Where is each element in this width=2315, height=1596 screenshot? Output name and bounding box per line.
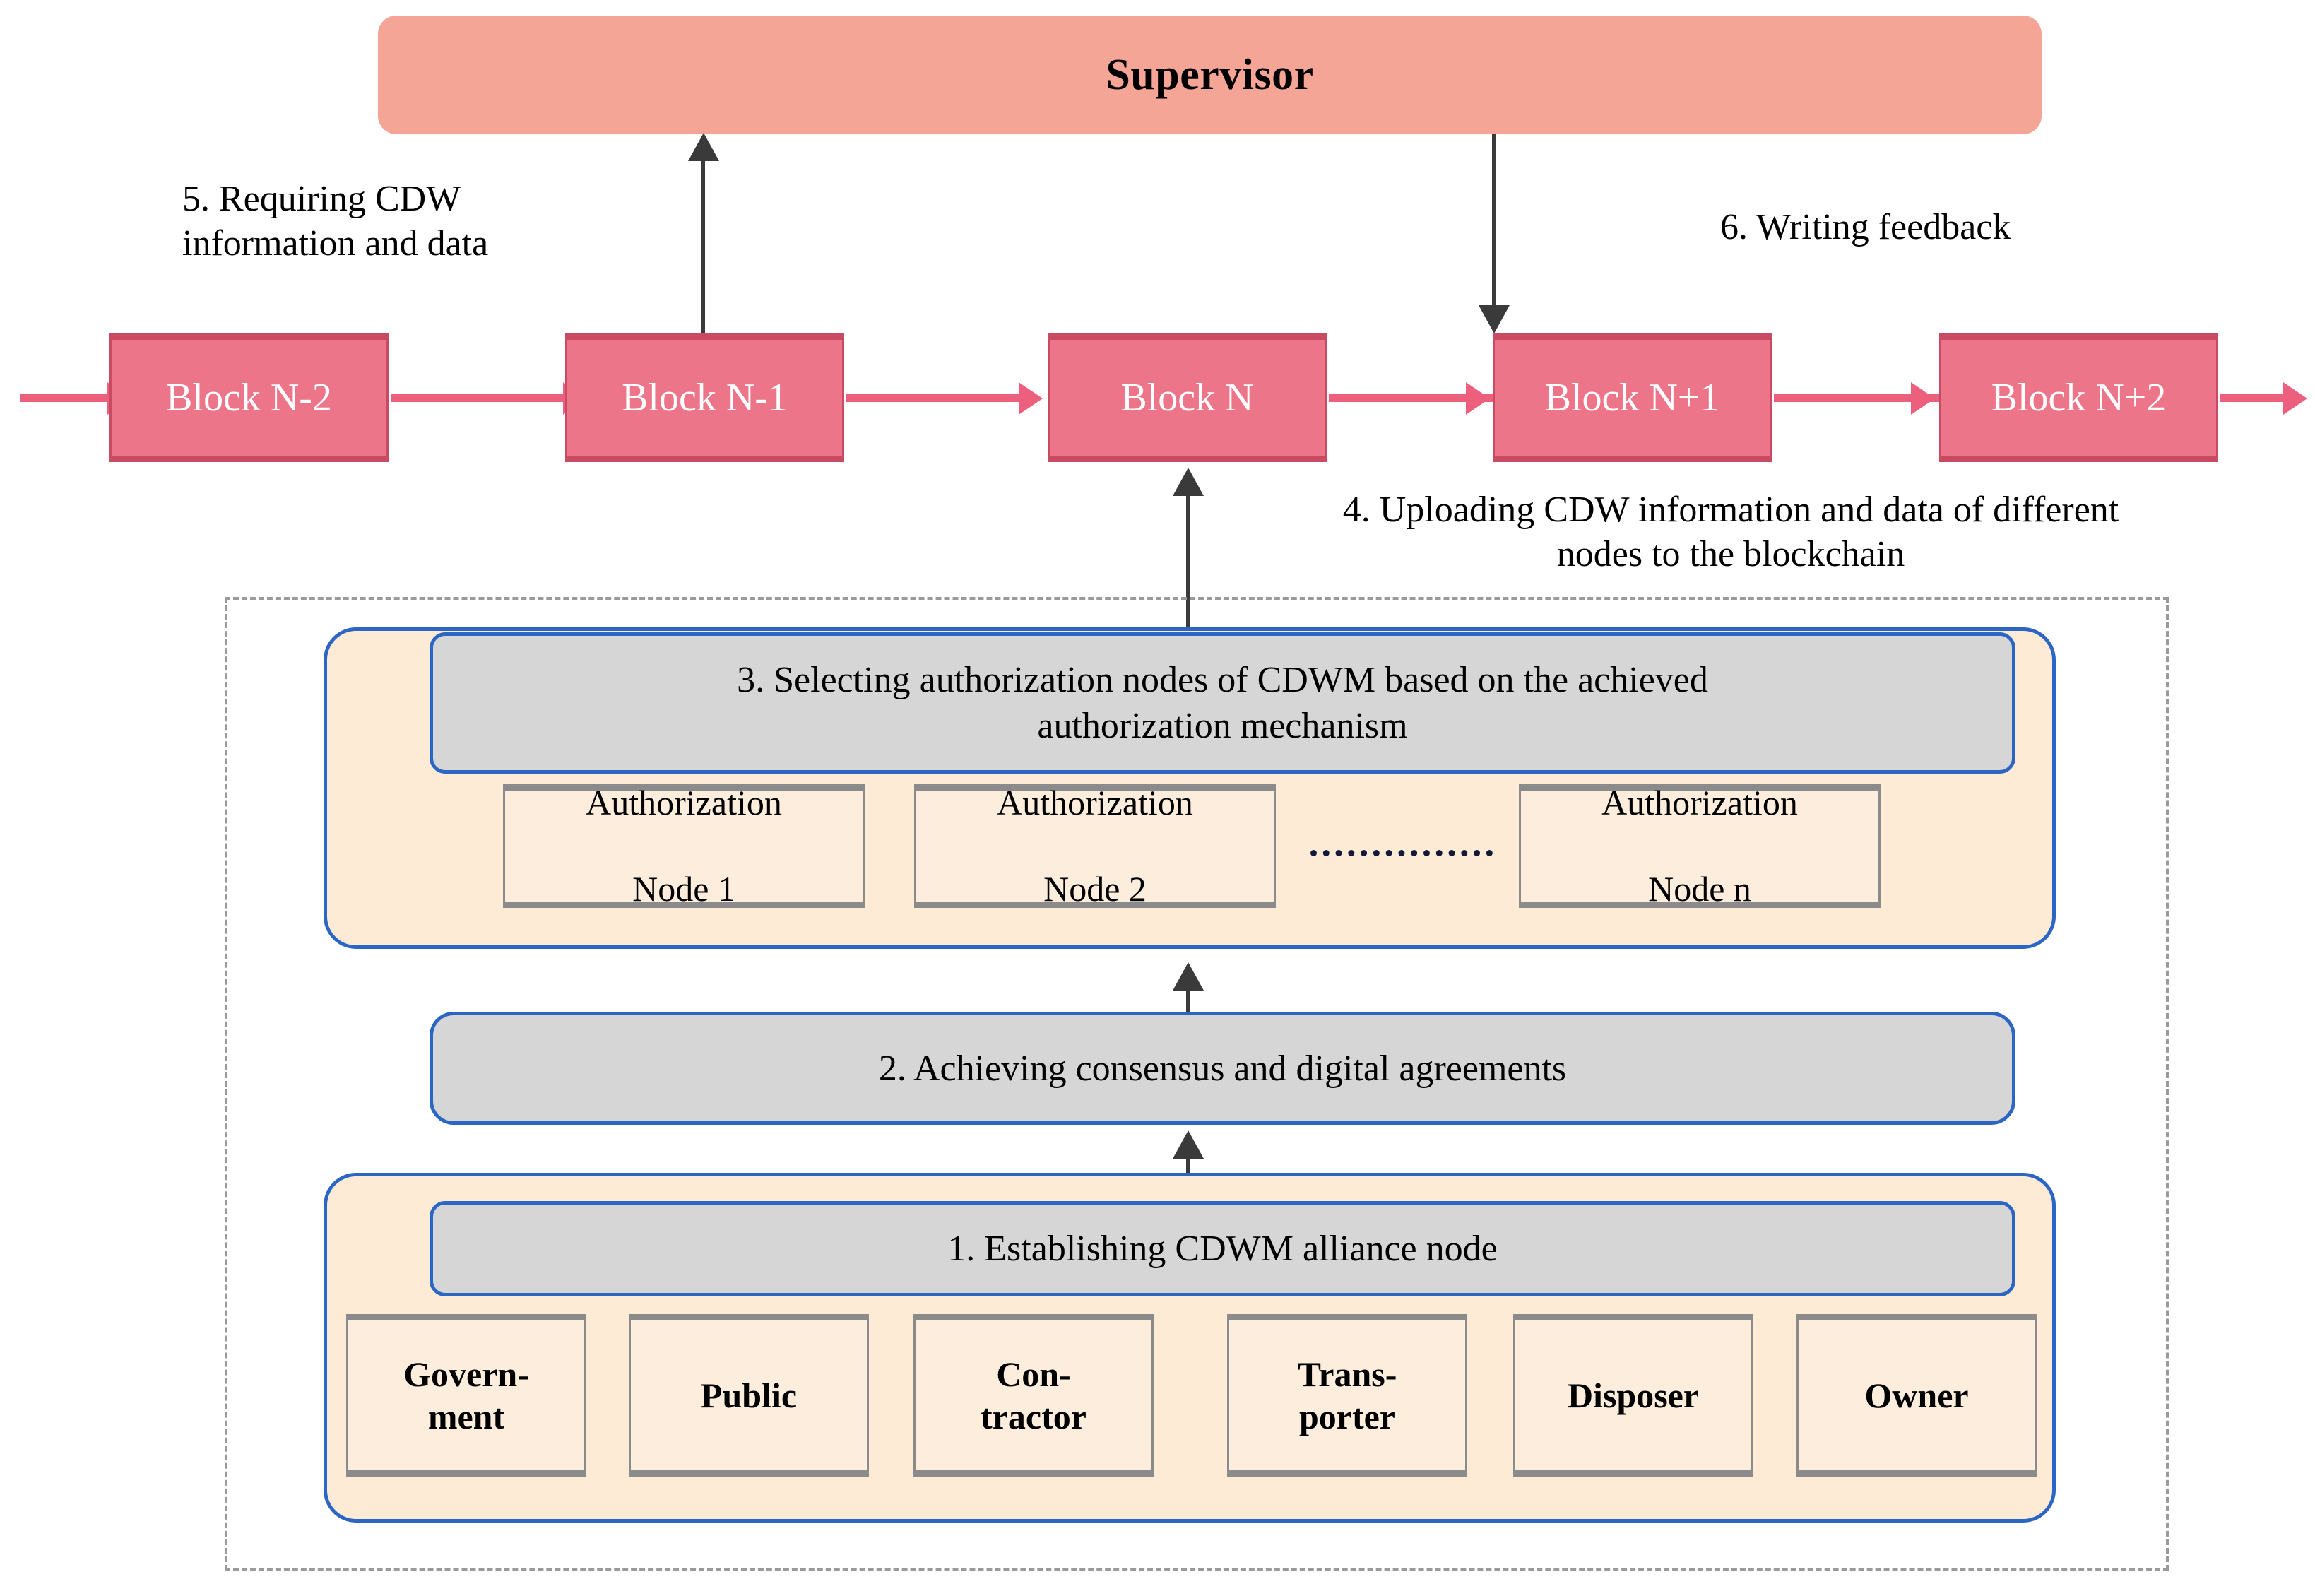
stakeholder-transporter-line2: porter [1298,1397,1396,1436]
authorization-node-1-text: Authorization Node 1 [586,781,782,911]
arrow-block-n1-to-supervisor-head [688,133,719,161]
step5-label-line2: information and data [182,223,489,264]
step1-text: 1. Establishing CDWM alliance node [947,1229,1498,1269]
step3-text: 3. Selecting authorization nodes of CDWM… [737,657,1708,749]
stakeholder-government-text: Govern- ment [403,1353,529,1438]
step5-label: 5. Requiring CDW information and data [182,177,634,266]
authorization-node-2[interactable]: Authorization Node 2 [914,781,1276,911]
arrow-supervisor-to-block-n1-head [1479,305,1510,333]
stakeholder-contractor-line2: tractor [981,1397,1087,1436]
authorization-node-2-line1: Authorization [997,783,1193,822]
chain-segment-out-head [2283,382,2307,415]
step3-line2: authorization mechanism [1037,706,1408,746]
step3-bar[interactable]: 3. Selecting authorization nodes of CDWM… [430,632,2015,774]
step6-label-text: 6. Writing feedback [1720,207,2011,247]
stakeholder-contractor-line1: Con- [996,1354,1071,1394]
stakeholder-government-line1: Govern- [403,1354,529,1394]
stakeholder-government[interactable]: Govern- ment [346,1314,586,1477]
authorization-node-n-text: Authorization Node n [1601,781,1798,911]
authorization-node-2-line2: Node 2 [1043,869,1147,909]
arrow-supervisor-to-block-n1-shaft [1492,134,1496,309]
block-n-plus-1-label: Block N+1 [1544,376,1720,420]
arrow-panel-to-block-n-shaft [1186,495,1190,632]
arrow-panel-to-block-n-head [1173,468,1204,496]
block-n-plus-1[interactable]: Block N+1 [1493,333,1772,462]
step4-label-line2: nodes to the blockchain [1556,534,1905,575]
stakeholder-disposer[interactable]: Disposer [1513,1314,1753,1477]
block-n[interactable]: Block N [1048,333,1327,462]
authorization-node-1-line1: Authorization [586,783,782,822]
step2-bar[interactable]: 2. Achieving consensus and digital agree… [430,1012,2015,1125]
stakeholder-public-line1: Public [700,1376,798,1415]
block-n-1[interactable]: Block N-1 [565,333,844,462]
block-n-plus-2-label: Block N+2 [1991,376,2167,420]
cdwm-alliance-dashed-container [225,597,2169,1571]
block-n-plus-2[interactable]: Block N+2 [1939,333,2218,462]
authorization-nodes-ellipsis-icon [1310,850,1493,856]
chain-segment-2-head [1019,382,1043,415]
chain-segment-1-shaft [391,394,567,402]
stakeholder-disposer-line1: Disposer [1567,1376,1700,1415]
block-n-2[interactable]: Block N-2 [109,333,389,462]
stakeholder-transporter-text: Trans- porter [1298,1353,1397,1438]
chain-segment-4-shaft [1774,394,1950,402]
chain-segment-4-head [1911,382,1935,415]
stakeholder-contractor[interactable]: Con- tractor [913,1314,1154,1477]
authorization-node-1[interactable]: Authorization Node 1 [503,781,865,911]
stakeholder-owner[interactable]: Owner [1796,1314,2037,1477]
authorization-node-n[interactable]: Authorization Node n [1519,781,1881,911]
stakeholder-contractor-text: Con- tractor [981,1353,1087,1438]
arrow-block-n1-to-supervisor-shaft [701,159,705,336]
stakeholder-owner-line1: Owner [1864,1376,1969,1415]
supervisor-label: Supervisor [1106,50,1314,99]
step5-label-line1: 5. Requiring CDW [182,179,461,219]
authorization-node-2-text: Authorization Node 2 [997,781,1193,911]
chain-segment-3-head [1466,382,1490,415]
authorization-node-n-line1: Authorization [1601,783,1798,822]
step4-label: 4. Uploading CDW information and data of… [1201,487,2261,577]
block-n-label: Block N [1120,376,1254,420]
chain-segment-in-shaft [20,394,112,402]
step6-label: 6. Writing feedback [1720,205,2215,249]
block-n-2-label: Block N-2 [166,376,332,420]
authorization-node-1-line2: Node 1 [632,869,735,909]
authorization-node-n-line2: Node n [1648,869,1751,909]
supervisor-box[interactable]: Supervisor [378,16,2042,134]
chain-segment-out-shaft [2220,394,2287,402]
step4-label-line1: 4. Uploading CDW information and data of… [1342,490,2119,530]
step2-text: 2. Achieving consensus and digital agree… [878,1048,1567,1089]
stakeholder-public[interactable]: Public [629,1314,869,1477]
stakeholder-transporter-line1: Trans- [1297,1354,1397,1394]
arrow-step2-to-step3-head [1173,962,1204,991]
arrow-step1-to-step2-head [1173,1130,1204,1159]
step1-bar[interactable]: 1. Establishing CDWM alliance node [430,1201,2015,1296]
stakeholder-transporter[interactable]: Trans- porter [1227,1314,1467,1477]
chain-segment-2-shaft [846,394,1023,402]
step3-line1: 3. Selecting authorization nodes of CDWM… [737,660,1708,700]
block-n-1-label: Block N-1 [622,376,788,420]
stakeholder-government-line2: ment [427,1397,505,1436]
chain-segment-3-shaft [1329,394,1505,402]
